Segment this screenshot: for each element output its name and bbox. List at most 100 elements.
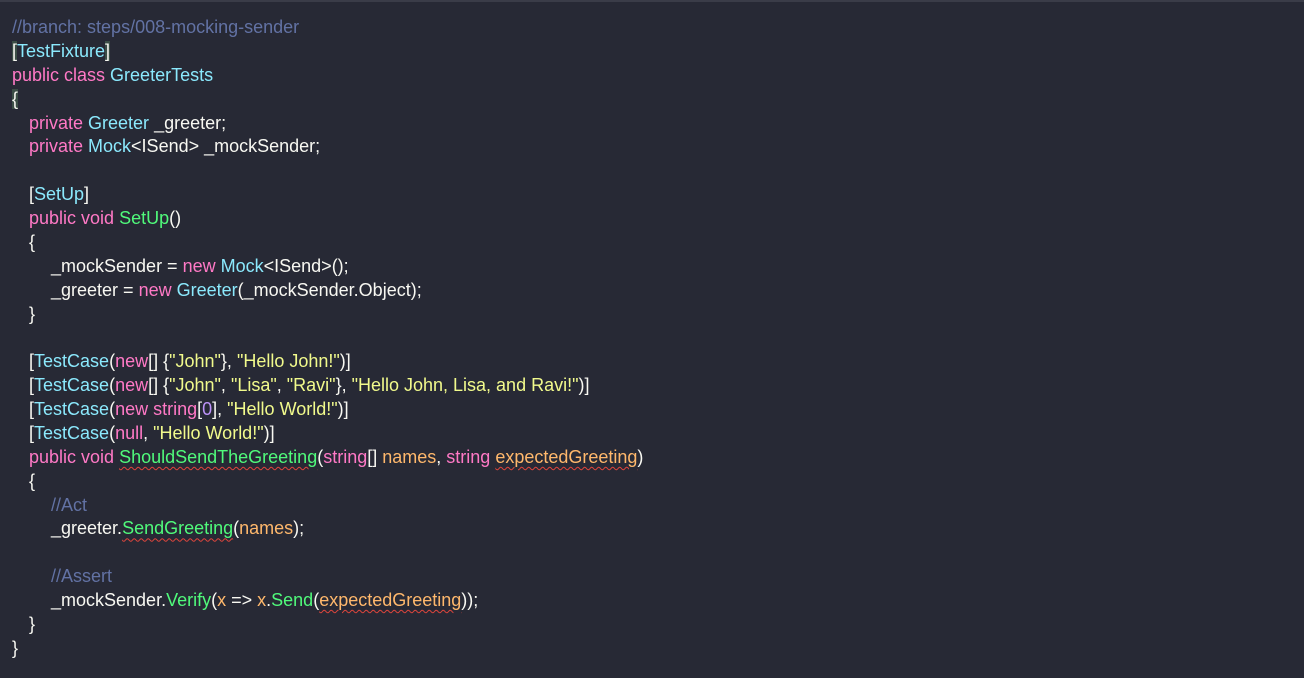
code-token: "Hello World!" [153,422,264,443]
code-line[interactable]: //branch: steps/008-mocking-sender [12,16,643,40]
code-token: } [29,303,36,324]
code-token: _greeter; [149,112,227,133]
code-token: }, [335,375,352,396]
code-token: Mock [88,136,132,157]
code-token: names [239,518,294,539]
code-line[interactable]: [TestCase(new[] {"John"}, "Hello John!")… [12,350,643,374]
code-token: null [115,422,144,443]
code-token: )] [339,351,351,372]
code-token: TestCase [34,422,110,443]
code-token: new [115,375,149,396]
code-line[interactable] [12,541,643,565]
code-token: => [226,590,258,610]
code-line[interactable]: } [12,613,643,637]
code-token: [ [29,375,35,396]
code-token: string [446,446,496,467]
code-line[interactable]: _mockSender.Verify(x => x.Send(expectedG… [12,589,643,613]
code-line[interactable]: { [12,88,643,112]
code-token: TestCase [34,351,110,372]
code-line[interactable]: public class GreeterTests [12,64,643,88]
code-token: _mockSender = [51,255,183,276]
code-token: new [138,279,177,300]
code-token-error: SendGreeting [122,518,234,539]
code-token: private [29,112,89,133]
code-token: Send [271,590,314,610]
code-token: [] { [148,351,170,372]
code-token: ] [84,184,90,205]
code-token: } [29,613,36,634]
code-token: ] [105,40,111,61]
code-line[interactable]: //Act [12,494,643,518]
code-token-error: expectedGreeting [495,446,638,467]
code-line[interactable]: //Assert [12,565,643,589]
code-token: GreeterTests [110,64,214,85]
code-line[interactable]: [SetUp] [12,183,643,207]
code-token-error: expectedGreeting [319,590,462,610]
code-token: Verify [166,590,212,610]
code-token: }, [220,351,237,372]
code-line[interactable]: _greeter = new Greeter(_mockSender.Objec… [12,279,643,303]
code-line[interactable]: private Mock<ISend> _mockSender; [12,135,643,159]
code-token: ) [637,446,644,467]
code-token: [ [29,351,35,372]
code-line[interactable]: } [12,303,643,327]
code-token: Greeter [88,112,150,133]
code-token: ( [109,351,116,372]
code-token: _mockSender. [51,590,167,610]
code-token: "Lisa" [230,375,277,396]
code-line[interactable]: [TestFixture] [12,40,643,64]
code-token: "John" [169,375,221,396]
code-token: string [323,446,368,467]
code-line[interactable] [12,159,643,183]
code-token: ( [109,375,116,396]
code-token: Mock [220,255,264,276]
code-line[interactable] [12,326,643,350]
code-token-error: ShouldSendTheGreeting [119,446,318,467]
code-token: "Hello John!" [236,351,340,372]
code-token: private [29,136,89,157]
code-line[interactable]: [TestCase(new string[0], "Hello World!")… [12,398,643,422]
code-token: ( [233,518,240,539]
code-token: "Hello John, Lisa, and Ravi!" [351,375,579,396]
code-line[interactable]: public void ShouldSendTheGreeting(string… [12,446,643,470]
code-token: x [217,590,227,610]
code-token: ( [109,422,116,443]
code-token: new string [115,399,198,419]
code-token: , [220,375,231,396]
code-token: <ISend> _mockSender; [131,136,321,157]
code-token: ( [317,446,324,467]
code-line[interactable]: [TestCase(null, "Hello World!")] [12,422,643,446]
code-token: public void [29,208,120,228]
code-token: "Hello World!" [227,399,338,419]
code-editor[interactable]: //branch: steps/008-mocking-sender[TestF… [12,16,643,661]
code-token: TestFixture [17,40,106,61]
code-token: } [12,637,19,658]
code-line[interactable]: } [12,637,643,661]
code-token: "Ravi" [286,375,336,396]
code-token: , [436,446,447,467]
code-line[interactable]: { [12,470,643,494]
code-token: ( [211,590,218,610]
code-token: [ [197,399,203,419]
code-token: [ [29,184,35,205]
code-token: [ [29,399,35,419]
code-line[interactable]: _greeter.SendGreeting(names); [12,517,643,541]
code-token: (_mockSender.Object); [237,279,422,300]
code-token: _greeter. [51,518,123,539]
code-token: { [29,470,36,491]
code-line[interactable]: private Greeter _greeter; [12,112,643,136]
code-token: //Assert [51,566,113,587]
code-line[interactable]: _mockSender = new Mock<ISend>(); [12,255,643,279]
code-token: public class [12,64,111,85]
code-line[interactable]: public void SetUp() [12,207,643,231]
code-token: //branch: steps/008-mocking-sender [12,17,300,37]
code-token: public void [29,446,120,467]
code-token: [ [12,40,18,61]
code-line[interactable]: { [12,231,643,255]
code-line[interactable]: [TestCase(new[] {"John", "Lisa", "Ravi"}… [12,374,643,398]
code-token: , [276,375,287,396]
code-token: [ [29,422,35,443]
code-token: )] [337,399,349,419]
code-token: x [257,590,267,610]
code-token: [] { [148,375,170,396]
